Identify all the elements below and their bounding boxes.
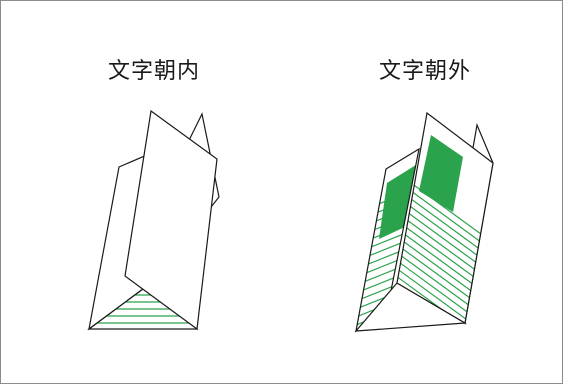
text-inward-label: 文字朝内 [108, 59, 201, 84]
outward-front-outline [396, 111, 494, 324]
brochure-text-inward [87, 109, 220, 331]
inward-front-panel [124, 109, 218, 331]
text-outward-label: 文字朝外 [379, 59, 472, 84]
inward-text-lines [89, 294, 197, 324]
outward-front-image-block [419, 135, 463, 212]
brochure-text-outward [354, 111, 494, 333]
outward-front-text [397, 135, 493, 323]
